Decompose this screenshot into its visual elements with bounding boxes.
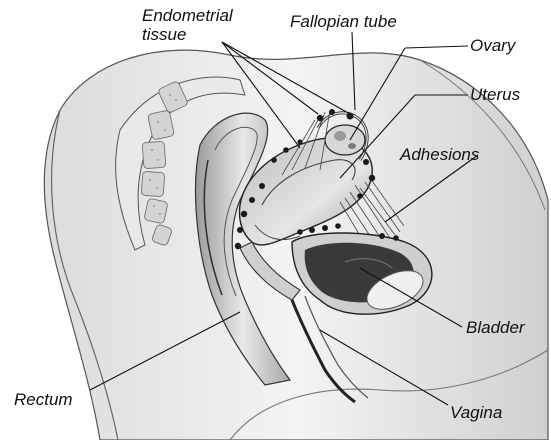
label-adhesions: Adhesions [400,145,479,164]
label-bladder: Bladder [466,318,525,337]
label-ovary: Ovary [470,36,515,55]
label-rectum: Rectum [14,390,73,409]
label-fallopian-tube: Fallopian tube [290,12,397,31]
label-endometrial-line1: Endometrial [142,6,233,25]
label-endometrial-line2: tissue [142,25,233,44]
label-endometrial-tissue: Endometrial tissue [142,6,233,44]
leader-ovary-h [405,46,468,48]
ovary-organ [325,125,365,155]
label-vagina: Vagina [450,403,502,422]
label-uterus: Uterus [470,85,520,104]
